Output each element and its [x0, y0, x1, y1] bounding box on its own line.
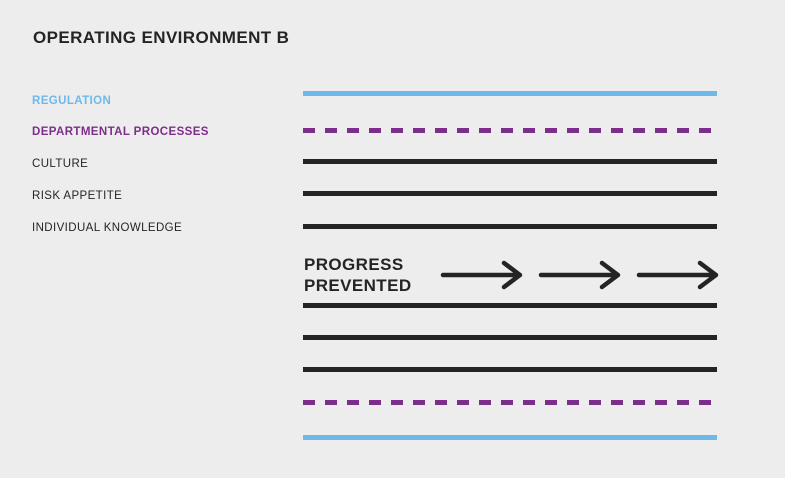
- progress-prevented-line2: PREVENTED: [304, 276, 412, 295]
- lane-blue-solid: [303, 91, 717, 96]
- lane-ink-solid: [303, 335, 717, 340]
- arrow-right-icon: [538, 260, 621, 290]
- lane-ink-solid: [303, 303, 717, 308]
- legend-item-individual-knowledge: INDIVIDUAL KNOWLEDGE: [32, 222, 183, 234]
- lane-ink-solid: [303, 191, 717, 196]
- lane-ink-solid: [303, 224, 717, 229]
- legend-item-departmental-processes: DEPARTMENTAL PROCESSES: [32, 126, 209, 138]
- legend-item-regulation: REGULATION: [32, 95, 112, 107]
- diagram-title: OPERATING ENVIRONMENT B: [33, 28, 290, 47]
- arrow-right-icon: [440, 260, 523, 290]
- lane-blue-solid: [303, 435, 717, 440]
- progress-prevented-label: PROGRESS PREVENTED: [304, 254, 412, 296]
- lane-ink-solid: [303, 159, 717, 164]
- legend: REGULATION DEPARTMENTAL PROCESSES CULTUR…: [0, 0, 300, 478]
- arrow-right-icon: [636, 260, 719, 290]
- lane-ink-solid: [303, 367, 717, 372]
- lane-purple-dashed: [303, 128, 717, 133]
- legend-item-culture: CULTURE: [32, 158, 89, 170]
- lane-purple-dashed: [303, 400, 717, 405]
- progress-arrows: [440, 260, 719, 290]
- lanes: PROGRESS PREVENTED: [303, 0, 719, 478]
- progress-prevented-line1: PROGRESS: [304, 255, 404, 274]
- legend-item-risk-appetite: RISK APPETITE: [32, 190, 123, 202]
